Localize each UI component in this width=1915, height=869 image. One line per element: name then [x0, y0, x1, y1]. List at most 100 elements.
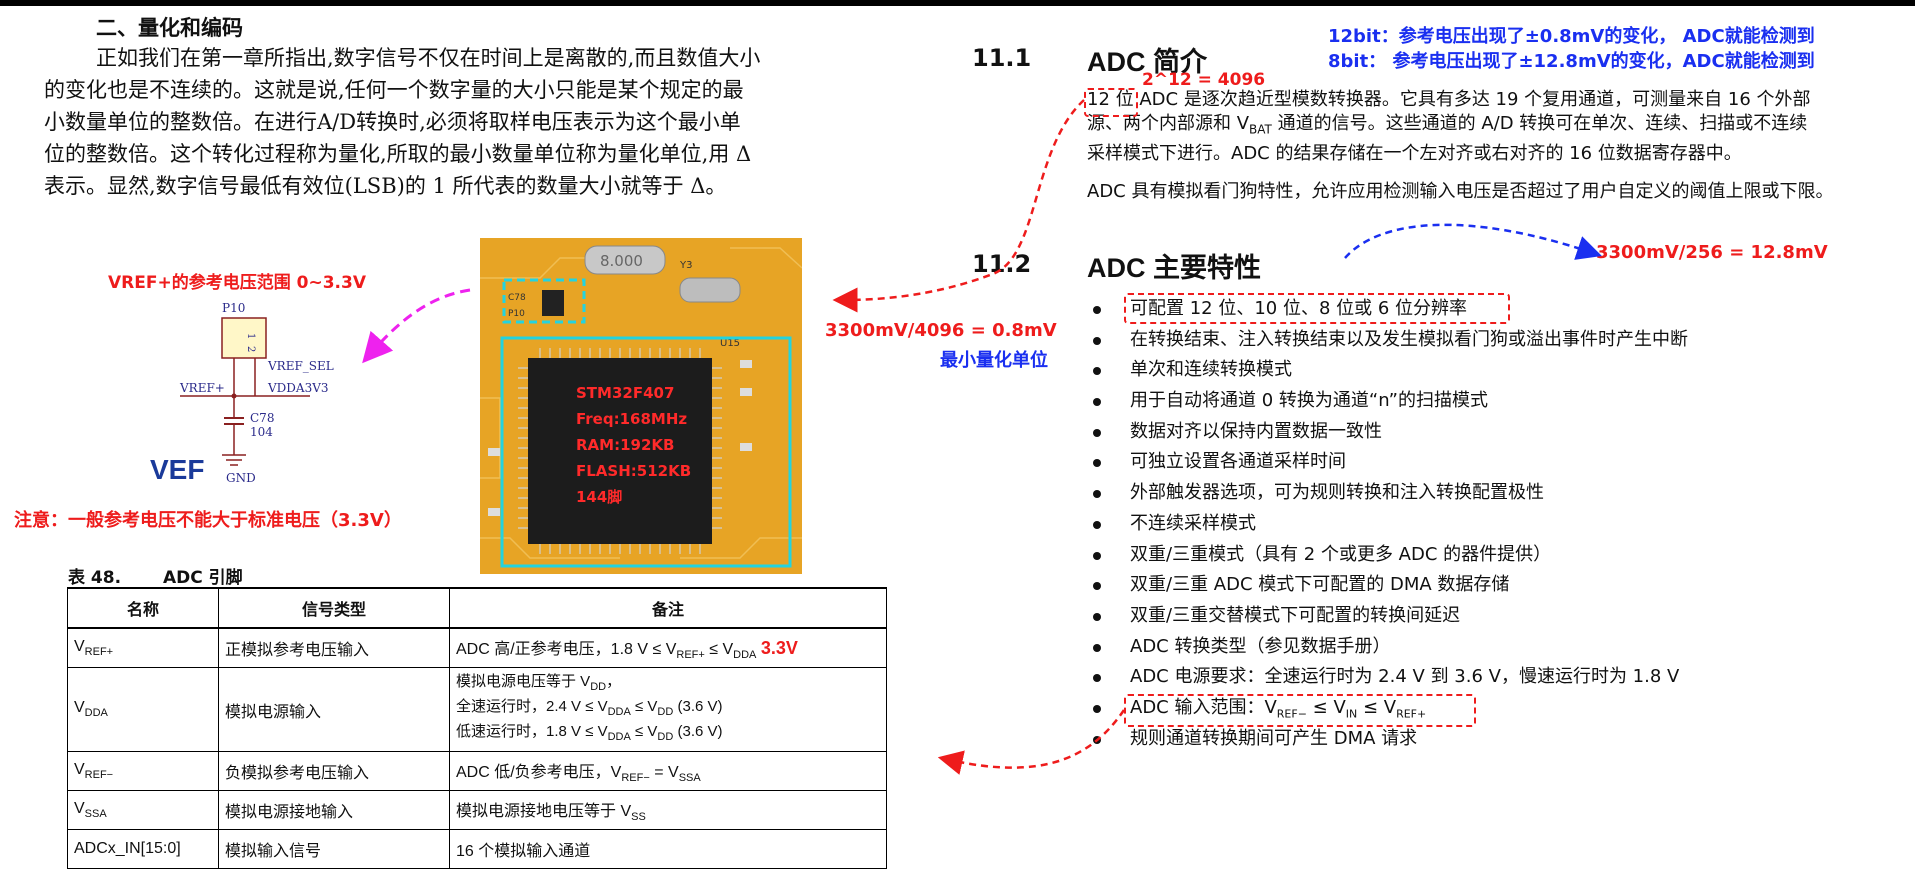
jumper-p10: [542, 290, 564, 316]
arrow-to-128mv: [1344, 223, 1602, 260]
resolution-highlight: [1124, 293, 1510, 324]
vref-plus-label: VREF+: [179, 381, 225, 395]
calc-0-8mv-annotation: 3300mV/4096 = 0.8mV: [825, 320, 1057, 341]
stm32-board-photo: 8.000 Y3 C78 P10 U15 STM32F407 Freq:168M…: [480, 238, 802, 574]
chip-line: FLASH:512KB: [576, 462, 691, 480]
intro-text: ADC 是逐次趋近型模数转换器。它具有多达 19 个复用通道，可测量来自 16 …: [1133, 89, 1811, 110]
vbat-subscript: BAT: [1249, 122, 1272, 137]
feature-item: 可配置 12 位、10 位、8 位或 6 位分辨率: [1090, 294, 1688, 325]
section-number: 11.2: [972, 250, 1032, 278]
warning-note: 注意：一般参考电压不能大于标准电压（3.3V）: [14, 510, 402, 531]
note-text: 16 个模拟输入通道: [456, 843, 591, 860]
feature-item: 用于自动将通道 0 转换为通道“n”的扫描模式: [1090, 386, 1688, 417]
pin1-label: 1: [245, 333, 256, 339]
vref-sel-label: VREF_SEL: [267, 359, 334, 373]
cell-note: 16 个模拟输入通道: [449, 829, 887, 869]
feature-item: ADC 电源要求：全速运行时为 2.4 V 到 3.6 V，慢速运行时为 1.8…: [1090, 662, 1688, 693]
top-black-bar: [0, 0, 1915, 6]
cell-note: 模拟电源电压等于 VDD，全速运行时，2.4 V ≤ VDDA ≤ VDD (3…: [449, 667, 887, 752]
intro-line: 源、两个内部源和 VBAT 通道的信号。这些通道的 A/D 转换可在单次、连续、…: [1087, 112, 1833, 142]
cell-pin-name: ADCx_IN[15:0]: [67, 829, 219, 869]
pin2-label: 2: [245, 346, 256, 352]
feature-item: 双重/三重模式（具有 2 个或更多 ADC 的器件提供）: [1090, 540, 1688, 571]
chip-pins: [518, 348, 722, 554]
col-header-type: 信号类型: [218, 587, 450, 629]
twelve-bit-term: 12 位: [1087, 89, 1134, 110]
crystal-label: 8.000: [600, 252, 643, 270]
arrow-to-table: [937, 709, 1126, 775]
note-highlight-value: 3.3V: [760, 637, 798, 658]
feature-item: 在转换结束、注入转换结束以及发生模拟看门狗或溢出事件时产生中断: [1090, 325, 1688, 356]
calc-4096-annotation: 2^12 = 4096: [1142, 70, 1266, 90]
note-8bit: 8bit： 参考电压出现了±12.8mV的变化，ADC就能检测到: [1328, 51, 1815, 72]
twelve-bit-highlight: [1084, 88, 1138, 117]
feature-item: 外部触发器选项，可为规则转换和注入转换配置极性: [1090, 478, 1688, 509]
section-title: ADC 主要特性: [1087, 253, 1261, 283]
intro-text: 通道的信号。这些通道的 A/D 转换可在单次、连续、扫描或不连续: [1271, 113, 1808, 134]
ref-p10: P10: [508, 309, 525, 319]
table-header-row: 名称 信号类型 备注: [67, 587, 887, 629]
mcu-chip: [528, 358, 712, 544]
feature-item: 数据对齐以保持内置数据一致性: [1090, 417, 1688, 448]
table-caption-number: 表 48.: [68, 568, 122, 588]
chip-line: STM32F407: [576, 384, 674, 402]
vdda-label: VDDA3V3: [267, 381, 329, 395]
quantization-paragraph: 正如我们在第一章所指出,数字信号不仅在时间上是离散的,而且数值大小 的变化也是不…: [44, 42, 760, 202]
section-title: ADC 简介: [1087, 47, 1207, 77]
note-text: ADC 低/负参考电压，VREF− = VSSA: [456, 763, 701, 785]
intro-line: 12 位 ADC 是逐次趋近型模数转换器。它具有多达 19 个复用通道，可测量来…: [1087, 88, 1833, 112]
chip-line: 144脚: [576, 488, 622, 506]
arrow-to-schematic: [362, 288, 471, 364]
input-range-highlight: [1124, 694, 1476, 727]
intro-line: 采样模式下进行。ADC 的结果存储在一个左对齐或右对齐的 16 位数据寄存器中。: [1087, 142, 1742, 164]
min-quant-unit-label: 最小量化单位: [940, 350, 1048, 371]
cap-value-label: 104: [250, 425, 273, 439]
feature-list: 可配置 12 位、10 位、8 位或 6 位分辨率在转换结束、注入转换结束以及发…: [1090, 294, 1688, 754]
note-text: 模拟电源电压等于 VDD，全速运行时，2.4 V ≤ VDDA ≤ VDD (3…: [456, 673, 723, 743]
paragraph-line: 表示。显然,数字信号最低有效位(LSB)的 1 所代表的数量大小就等于 Δ。: [44, 174, 727, 198]
vref-schematic: P10 1 2 VREF_SEL VREF+ VDDA3V3 C78 104 G…: [179, 301, 334, 485]
chip-line: RAM:192KB: [576, 436, 674, 454]
adc-intro: 12 位 ADC 是逐次趋近型模数转换器。它具有多达 19 个复用通道，可测量来…: [1087, 88, 1833, 204]
ref-c78: C78: [508, 293, 526, 303]
note-text: 模拟电源接地电压等于 VSS: [456, 802, 646, 824]
paragraph-line: 小数量单位的整数倍。在进行A/D转换时,必须将取样电压表示为这个最小单: [44, 110, 741, 134]
feature-item: 双重/三重 ADC 模式下可配置的 DMA 数据存储: [1090, 570, 1688, 601]
cap-name-label: C78: [250, 411, 274, 425]
ref-y3: Y3: [679, 260, 692, 271]
feature-item: ADC 输入范围：VREF− ≤ VIN ≤ VREF+: [1090, 693, 1688, 724]
calc-12-8mv-annotation: 3300mV/256 = 12.8mV: [1596, 242, 1828, 263]
vref-range-note: VREF+的参考电压范围 0~3.3V: [108, 273, 366, 293]
arrow-to-08mv: [832, 99, 1085, 313]
cell-note: ADC 高/正参考电压，1.8 V ≤ VREF+ ≤ VDDA 3.3V: [449, 627, 887, 668]
feature-item: 单次和连续转换模式: [1090, 355, 1688, 386]
gnd-label: GND: [226, 471, 256, 485]
paragraph-line: 的变化也是不连续的。这就是说,任何一个数字量的大小只能是某个规定的最: [44, 78, 744, 102]
table-caption-title: ADC 引脚: [162, 568, 243, 588]
section-number: 11.1: [972, 44, 1032, 72]
chip-spec-text: STM32F407 Freq:168MHz RAM:192KB FLASH:51…: [576, 384, 691, 506]
cell-signal-type: 正模拟参考电压输入: [218, 627, 450, 668]
paragraph-line: 正如我们在第一章所指出,数字信号不仅在时间上是离散的,而且数值大小: [96, 46, 761, 70]
chip-line: Freq:168MHz: [576, 410, 687, 428]
table-caption: 表 48. ADC 引脚: [68, 563, 243, 588]
col-header-note: 备注: [449, 587, 887, 629]
chip-highlight: [500, 336, 792, 568]
connector-body: [221, 317, 267, 359]
feature-item: 可独立设置各通道采样时间: [1090, 447, 1688, 478]
feature-item: 双重/三重交替模式下可配置的转换间延迟: [1090, 601, 1688, 632]
crystal-body: [584, 245, 666, 275]
connector-label: P10: [222, 301, 245, 315]
cell-pin-name: VSSA: [67, 790, 219, 830]
paragraph-line: 位的整数倍。这个转化过程称为量化,所取的最小数量单位称为量化单位,用 Δ: [44, 142, 752, 166]
feature-item: 不连续采样模式: [1090, 509, 1688, 540]
feature-item: ADC 转换类型（参见数据手册）: [1090, 632, 1688, 663]
vef-label: VEF: [150, 454, 205, 485]
